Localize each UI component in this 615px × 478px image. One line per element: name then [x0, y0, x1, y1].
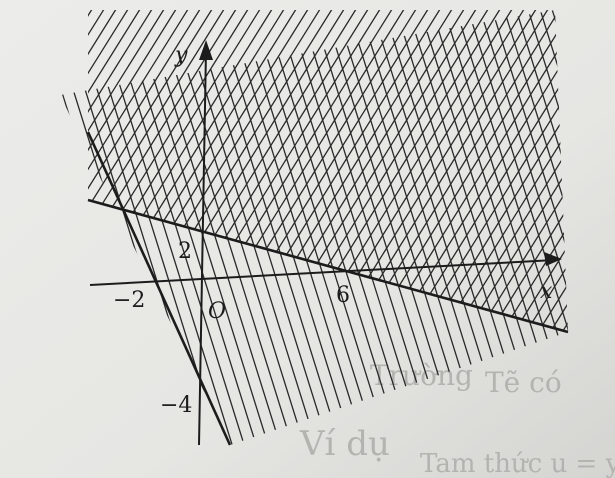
bg-text-1: Trường — [370, 359, 473, 392]
hatch-line — [355, 10, 568, 332]
hatch-line — [139, 10, 441, 332]
x-axis-label: x — [540, 279, 553, 304]
hatch-line — [521, 10, 568, 445]
hatch-line — [331, 10, 568, 332]
hatch-line — [88, 10, 177, 332]
hatch-line — [88, 10, 153, 332]
hatch-line — [163, 10, 465, 332]
hatch-line — [88, 10, 381, 332]
y-axis-arrow-icon — [199, 40, 213, 60]
hatch-line — [259, 10, 561, 332]
boundary-line-x-plus-3y-eq-6 — [87, 198, 569, 334]
hatch-line — [199, 10, 501, 332]
hatch-line — [115, 10, 417, 332]
hatch-line — [391, 10, 568, 332]
hatch-line — [185, 10, 337, 445]
hatch-line — [319, 10, 568, 332]
hatch-line — [175, 10, 477, 332]
hatch-line — [283, 10, 568, 332]
hatch-line — [197, 10, 349, 445]
hatch-line — [247, 10, 549, 332]
hatch-line — [223, 10, 525, 332]
hatch-line — [209, 10, 361, 445]
hatch-line — [497, 10, 568, 445]
hatch-line — [257, 10, 409, 445]
hatch-line — [367, 10, 568, 332]
hatch-line — [91, 10, 393, 332]
hatch-line — [88, 10, 213, 332]
hatch-line — [88, 10, 165, 332]
hatch-line — [403, 10, 568, 332]
hatch-line — [233, 10, 385, 445]
tick-label-x-6: 6 — [336, 283, 350, 308]
hatch-line — [235, 10, 537, 332]
hatch-line — [88, 10, 141, 332]
hatch-line — [485, 10, 568, 445]
hatch-line — [103, 10, 405, 332]
hatch-line — [187, 10, 489, 332]
hatch-line — [461, 10, 568, 445]
bg-text-3: Ví dụ — [299, 424, 390, 464]
hatch-line — [271, 10, 568, 332]
hatch-line — [88, 10, 237, 332]
hatch-line — [88, 10, 369, 332]
tick-label-x-neg-2: −2 — [113, 288, 145, 313]
hatch-line — [343, 10, 568, 332]
background-text: Trường Tẽ có Ví dụ Tam thức u = y — [299, 359, 615, 478]
hatch-line — [295, 10, 568, 332]
hatch-line — [211, 10, 513, 332]
hatch-line — [127, 10, 429, 332]
hatch-line — [88, 10, 201, 332]
tick-label-y-neg-4: −4 — [160, 393, 192, 418]
bg-text-2: Tẽ có — [485, 366, 562, 399]
hatch-line — [88, 10, 357, 332]
y-axis-label: y — [174, 43, 188, 68]
x-axis-arrow-icon — [544, 252, 562, 266]
x-axis — [89, 259, 556, 286]
origin-label: O — [208, 299, 226, 324]
hatch-line — [379, 10, 568, 332]
hatch-line — [509, 10, 568, 445]
hatch-line — [473, 10, 568, 445]
hatch-line — [449, 10, 568, 445]
bg-text-4: Tam thức u = y — [420, 449, 615, 478]
tick-label-y-2: 2 — [178, 239, 192, 264]
hatch-line — [88, 10, 225, 332]
hatch-line — [88, 10, 189, 332]
hatch-line — [245, 10, 397, 445]
hatch-line — [221, 10, 373, 445]
boundary-line-2x-plus-y-eq-neg4 — [86, 131, 232, 446]
hatch-line — [151, 10, 453, 332]
